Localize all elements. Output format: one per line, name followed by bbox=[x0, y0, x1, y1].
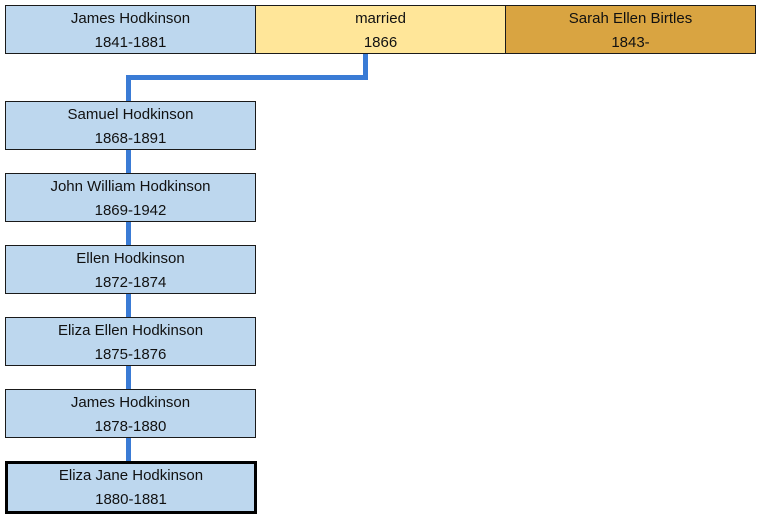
child-box[interactable]: James Hodkinson 1878-1880 bbox=[5, 389, 256, 438]
mother-name: Sarah Ellen Birtles bbox=[568, 10, 693, 27]
father-dates: 1841-1881 bbox=[94, 34, 167, 51]
child-box[interactable]: Eliza Ellen Hodkinson 1875-1876 bbox=[5, 317, 256, 366]
child-dates: 1872-1874 bbox=[94, 274, 167, 291]
child-name: Ellen Hodkinson bbox=[76, 250, 185, 267]
child-name: Eliza Jane Hodkinson bbox=[58, 467, 204, 484]
child-name: Eliza Ellen Hodkinson bbox=[57, 322, 204, 339]
marriage-label: married bbox=[355, 10, 406, 27]
child-box[interactable]: John William Hodkinson 1869-1942 bbox=[5, 173, 256, 222]
child-box[interactable]: Samuel Hodkinson 1868-1891 bbox=[5, 101, 256, 150]
child-dates: 1868-1891 bbox=[94, 130, 167, 147]
child-dates: 1878-1880 bbox=[94, 418, 167, 435]
child-box[interactable]: Ellen Hodkinson 1872-1874 bbox=[5, 245, 256, 294]
father-box[interactable]: James Hodkinson 1841-1881 bbox=[5, 5, 256, 54]
child-name: Samuel Hodkinson bbox=[67, 106, 194, 123]
mother-box[interactable]: Sarah Ellen Birtles 1843- bbox=[505, 5, 756, 54]
father-name: James Hodkinson bbox=[70, 10, 191, 27]
marriage-drop-connector bbox=[363, 53, 368, 79]
child-dates: 1880-1881 bbox=[95, 491, 167, 508]
horizontal-connector bbox=[126, 75, 368, 80]
mother-dates: 1843- bbox=[611, 34, 650, 51]
child-name: John William Hodkinson bbox=[50, 178, 211, 195]
child-name: James Hodkinson bbox=[70, 394, 191, 411]
marriage-box[interactable]: married 1866 bbox=[255, 5, 506, 54]
child-dates: 1869-1942 bbox=[94, 202, 167, 219]
child-box-selected[interactable]: Eliza Jane Hodkinson 1880-1881 bbox=[5, 461, 257, 514]
child-dates: 1875-1876 bbox=[94, 346, 167, 363]
marriage-year: 1866 bbox=[363, 34, 398, 51]
